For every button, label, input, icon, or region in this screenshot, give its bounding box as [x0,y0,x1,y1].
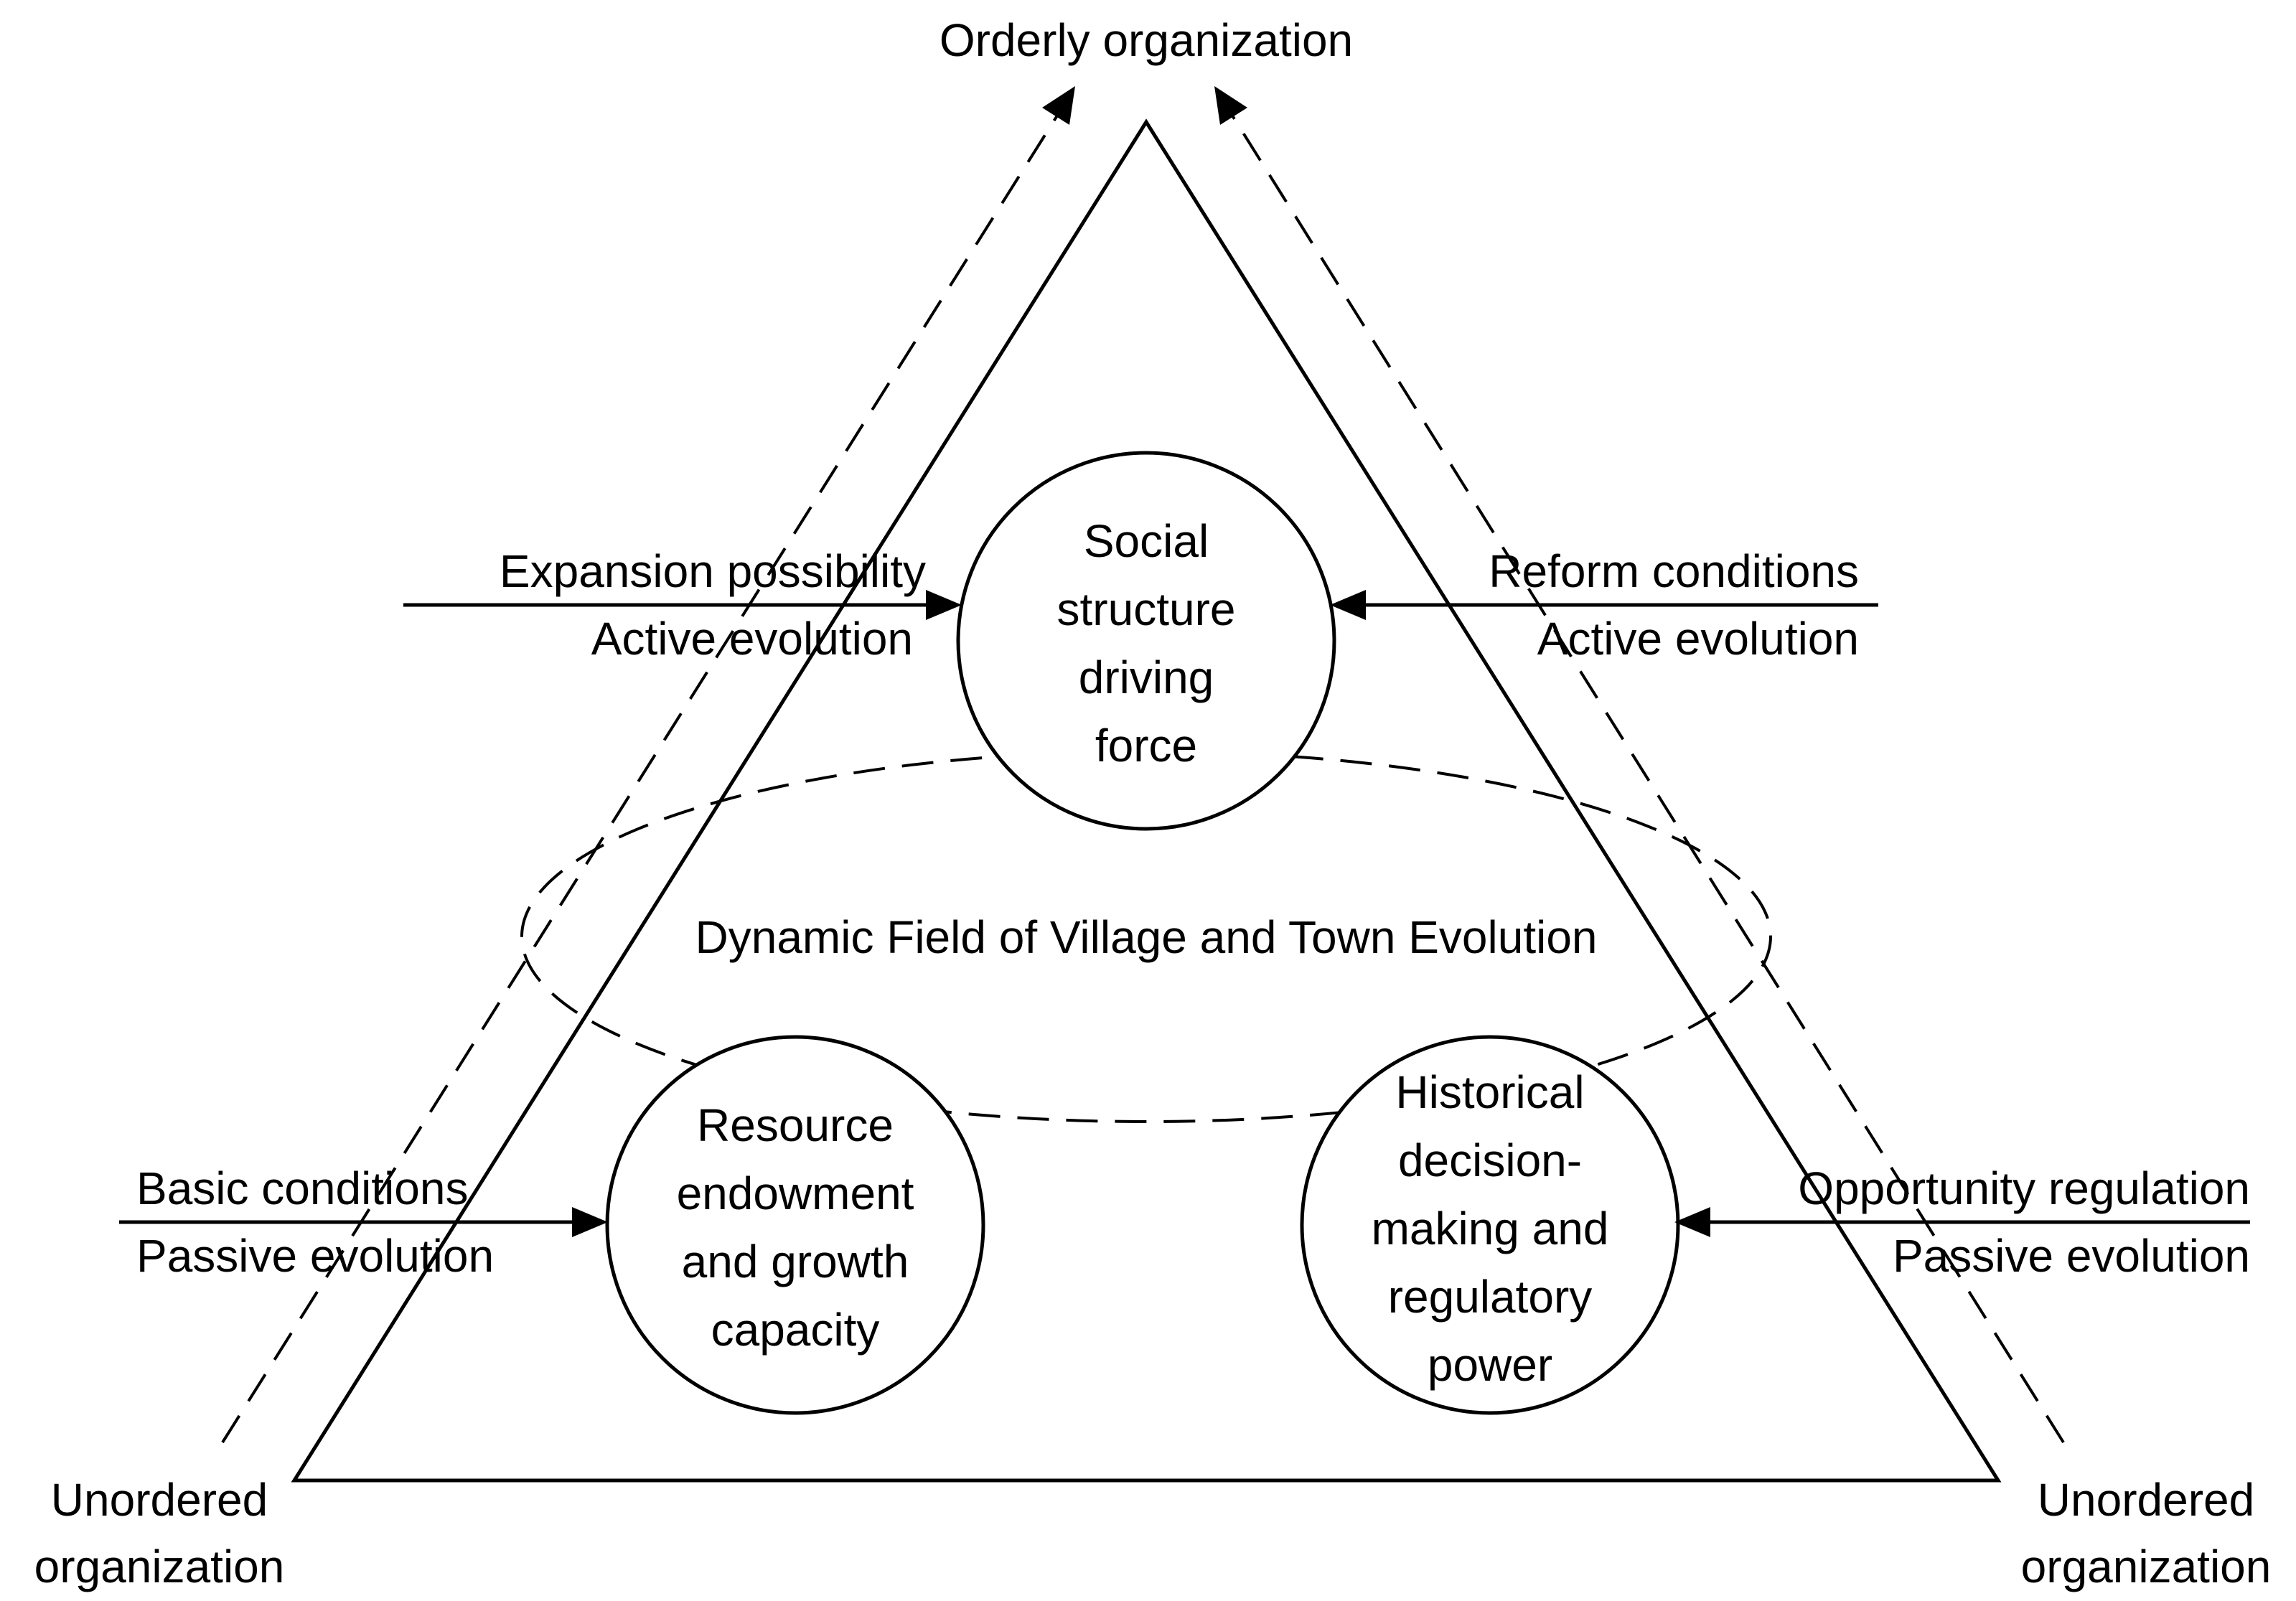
active-evolution-left-label: Active evolution [591,613,913,665]
resource-node-line2: endowment [677,1168,914,1219]
arrow-bottom-left [119,1207,608,1237]
unordered-left-line1: Unordered [51,1474,268,1526]
social-node-line4: force [1095,720,1197,771]
resource-node-line1: Resource [697,1099,894,1151]
historical-node-line2: decision- [1398,1135,1582,1186]
passive-evolution-left-label: Passive evolution [136,1230,494,1282]
resource-endowment-node [605,1035,985,1415]
unordered-right-line2: organization [2021,1541,2272,1592]
unordered-left-line2: organization [34,1541,285,1592]
social-node-line2: structure [1057,583,1236,635]
historical-node-line1: Historical [1395,1066,1584,1118]
right-dashed-arrow [1214,86,2065,1444]
resource-node-line3: and growth [682,1236,909,1287]
arrow-bottom-right [1674,1207,2250,1237]
historical-node-line5: power [1428,1339,1552,1391]
social-node-line3: driving [1079,652,1214,703]
active-evolution-right-label: Active evolution [1537,613,1859,665]
arrow-top-left [403,590,962,620]
reform-conditions-label: Reform conditions [1489,545,1859,597]
passive-evolution-right-label: Passive evolution [1893,1230,2250,1282]
expansion-possibility-label: Expansion possibility [500,545,926,597]
opportunity-regulation-label: Opportunity regulation [1798,1163,2250,1214]
left-dashed-arrow [221,86,1075,1444]
social-structure-node [956,451,1336,831]
arrow-top-right [1330,590,1878,620]
historical-decision-node [1300,1035,1680,1415]
historical-node-line4: regulatory [1388,1271,1593,1323]
resource-node-line4: capacity [711,1304,880,1356]
unordered-right-line1: Unordered [2038,1474,2254,1526]
historical-node-line3: making and [1372,1203,1609,1254]
dynamic-field-label: Dynamic Field of Village and Town Evolut… [695,911,1598,963]
orderly-organization-label: Orderly organization [940,14,1353,66]
social-node-line1: Social [1084,515,1209,567]
basic-conditions-label: Basic conditions [136,1163,468,1214]
